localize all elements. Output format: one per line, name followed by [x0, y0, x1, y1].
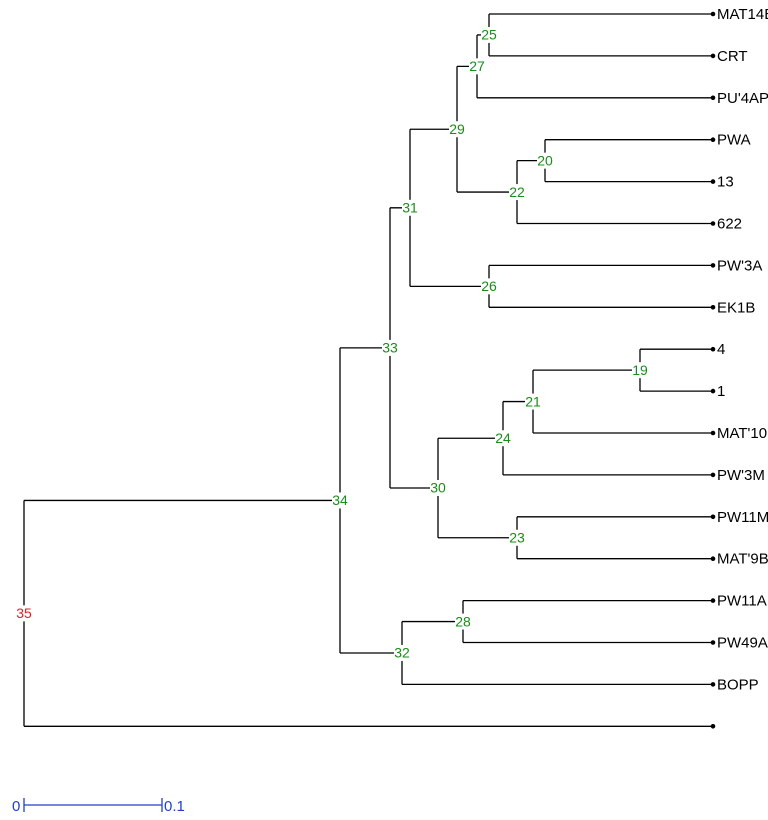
node-label: 27: [469, 58, 485, 74]
node-label-background: [402, 199, 418, 216]
leaf-label: MAT'10B: [717, 425, 768, 442]
node-label-background: [430, 479, 446, 496]
node-labels: 19 20 21 22 23 24 25 26 27 28 29 30 31 32 33 34 35: [16, 27, 648, 661]
leaf-label: PW11M: [717, 509, 768, 526]
leaf-label: 1: [717, 383, 725, 400]
node-label: 29: [449, 121, 465, 137]
leaf-label: MAT'9B: [717, 551, 768, 568]
node-label-background: [16, 605, 32, 622]
node-label: 32: [394, 645, 410, 661]
leaf-label: PW11A: [717, 593, 767, 610]
node-label: 26: [481, 278, 497, 294]
leaf-tip-dot: [710, 472, 716, 478]
leaf-label: PWA: [717, 132, 751, 149]
leaf-label: PW49A: [717, 635, 768, 652]
leaf-tip-dot: [710, 388, 716, 394]
leaf-label: 13: [717, 174, 734, 191]
leaf-tip-dot: [710, 514, 716, 520]
node-label-background: [509, 184, 525, 201]
leaf-tip-dot: [710, 137, 716, 142]
node-label-background: [394, 644, 410, 661]
node-label: 25: [481, 27, 497, 43]
leaf-tip-dot: [710, 263, 716, 268]
leaf-tip-dot: [710, 682, 716, 687]
node-label-background: [332, 492, 348, 509]
leaf-label: PW'3A: [717, 257, 762, 274]
node-label-background: [495, 430, 511, 447]
node-label-background: [481, 278, 497, 295]
node-label-background: [509, 529, 525, 546]
node-label: 30: [430, 480, 446, 496]
node-label-background: [469, 58, 485, 75]
scale-bar-min-label: 0: [12, 798, 20, 815]
leaf-tip-dot: [710, 556, 716, 561]
node-label: 19: [632, 362, 648, 378]
node-label-background: [449, 121, 465, 138]
leaf-label: BOPP: [717, 676, 759, 693]
node-label: 24: [495, 430, 511, 446]
node-label: 33: [382, 340, 398, 356]
node-label: 28: [455, 613, 471, 629]
leaf-tip-dot: [710, 724, 716, 729]
branch-lines: [23, 11, 716, 729]
leaf-label: MAT14B: [717, 6, 768, 23]
node-label: 21: [525, 393, 541, 409]
scale-bar-max-label: 0.1: [164, 798, 185, 815]
leaf-tip-dot: [710, 221, 716, 226]
node-label: 20: [537, 152, 553, 168]
leaf-label: PW'3M: [717, 467, 765, 484]
root-node-label: 35: [16, 605, 32, 621]
leaf-tip-dot: [710, 305, 716, 310]
node-label-background: [481, 26, 497, 43]
leaf-tip-dot: [710, 11, 716, 17]
node-label-background: [525, 393, 541, 410]
leaf-tip-dot: [710, 598, 716, 603]
node-label-background: [455, 613, 471, 630]
leaf-tip-dot: [710, 179, 716, 184]
leaf-label: 622: [717, 216, 742, 233]
node-label: 22: [509, 184, 525, 200]
leaf-tip-dot: [710, 430, 716, 436]
node-label: 34: [332, 492, 348, 508]
leaf-label: PU'4APU: [717, 90, 768, 107]
leaf-tip-dot: [710, 53, 716, 59]
leaf-tip-dot: [710, 640, 716, 645]
leaf-label: CRT: [717, 48, 748, 65]
leaf-label: 4: [717, 341, 725, 358]
leaf-tip-dot: [710, 95, 716, 101]
leaf-tip-dot: [710, 346, 716, 352]
node-label: 31: [402, 199, 418, 215]
node-label-background: [382, 339, 398, 356]
node-label: 23: [509, 529, 525, 545]
leaf-label: EK1B: [717, 299, 755, 316]
node-label-background: [537, 152, 553, 169]
node-label-background: [632, 362, 648, 379]
scale-bar: 0 0.1: [12, 798, 185, 815]
